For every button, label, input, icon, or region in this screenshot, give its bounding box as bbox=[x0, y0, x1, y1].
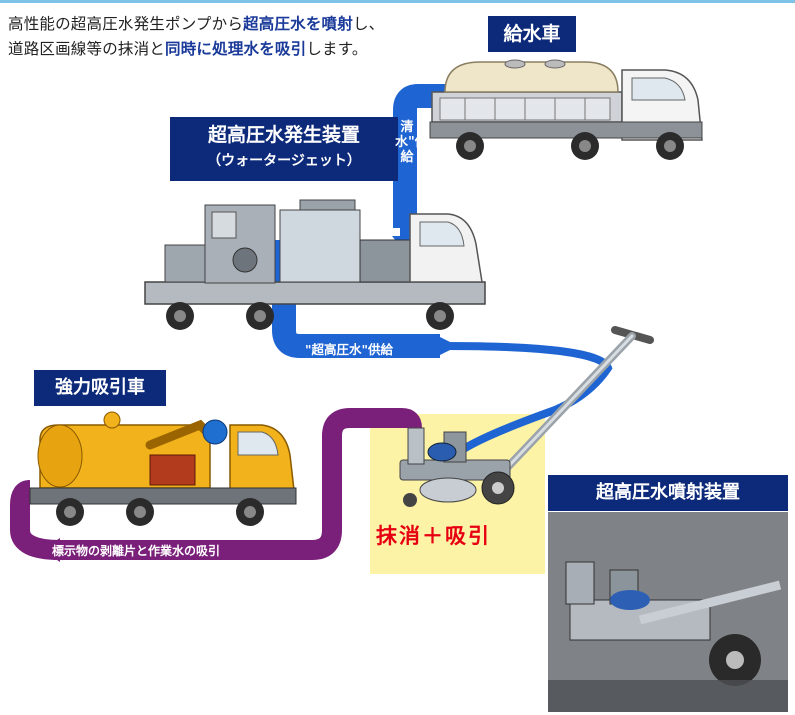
generator-subtitle: （ウォータージェット） bbox=[207, 153, 361, 169]
sprayer-device bbox=[399, 326, 654, 507]
intro-highlight-2: 同時に処理水を吸引 bbox=[165, 40, 307, 58]
suction-truck-label: 強力吸引車 bbox=[34, 370, 166, 406]
intro-part-3: します。 bbox=[306, 40, 368, 58]
sprayer-label: 超高圧水噴射装置 bbox=[548, 475, 788, 511]
fresh-water-label: 清水"供給 bbox=[395, 120, 428, 165]
intro-text: 高性能の超高圧水発生ポンプから超高圧水を噴射し、道路区画線等の抹消と同時に処理水… bbox=[8, 12, 393, 62]
generator-truck bbox=[144, 199, 486, 330]
intro-part-2: し、道路区画線等の抹消と bbox=[8, 15, 385, 58]
sprayer-photo bbox=[548, 512, 788, 712]
fresh-water-pipe bbox=[393, 84, 470, 228]
waste-pipe bbox=[60, 408, 422, 560]
erase-suction-caption: 抹消＋吸引 bbox=[376, 523, 491, 548]
top-rule bbox=[0, 0, 795, 3]
water-supply-truck bbox=[429, 59, 703, 160]
uhp-hose bbox=[445, 342, 613, 454]
supply-truck-label: 給水車 bbox=[488, 16, 576, 52]
waste-arrow bbox=[42, 538, 60, 562]
generator-title: 超高圧水発生装置 bbox=[207, 124, 360, 146]
intro-highlight-1: 超高圧水を噴射 bbox=[243, 15, 353, 33]
waste-pipe-return bbox=[9, 480, 61, 560]
intro-part-1: 高性能の超高圧水発生ポンプから bbox=[8, 15, 244, 33]
uhp-water-label: "超高圧水"供給 bbox=[305, 342, 394, 357]
uhp-water-pipe bbox=[272, 240, 440, 358]
waste-label: 標示物の剥離片と作業水の吸引 bbox=[52, 544, 221, 558]
suction-truck bbox=[29, 411, 297, 526]
generator-label: 超高圧水発生装置 （ウォータージェット） bbox=[170, 117, 398, 181]
